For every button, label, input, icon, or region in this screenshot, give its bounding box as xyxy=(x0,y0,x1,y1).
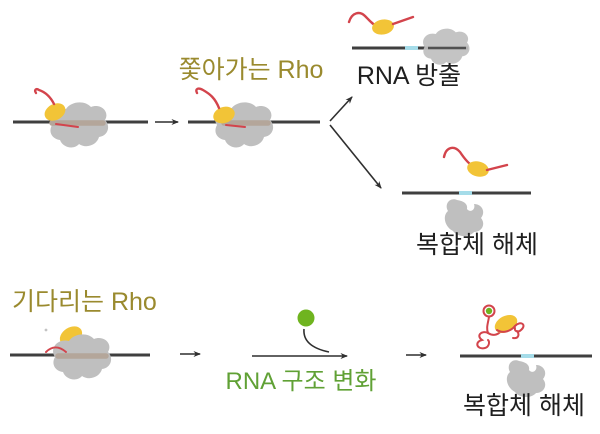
rna-strand xyxy=(476,331,490,350)
rna-strand xyxy=(496,325,516,333)
rho-protein-icon xyxy=(44,103,66,121)
rho-protein-icon xyxy=(467,161,489,177)
scene-rna-release: RNA 방출 xyxy=(347,11,470,90)
top-pathway: 쫓아가는 Rho xyxy=(13,11,538,259)
released-rna-strand xyxy=(485,163,509,172)
complex-dissociation-label-bottom: 복합체 해체 xyxy=(463,392,585,420)
released-rna-strand xyxy=(391,15,415,26)
scene-rna-structure-change: RNA 구조 변화 xyxy=(225,309,377,395)
complex-dissociation-label-top: 복합체 해체 xyxy=(416,231,538,259)
ligand-green-dot xyxy=(485,307,493,315)
rna-structure-change-label: RNA 구조 변화 xyxy=(225,368,376,395)
rna-strand xyxy=(55,123,79,128)
rna-strand xyxy=(195,87,221,110)
folded-rna-structure xyxy=(476,304,525,350)
chasing-rho-title: 쫓아가는 Rho xyxy=(179,56,324,84)
scene-complex-dissociation-bottom: 복합체 해체 xyxy=(460,304,592,420)
ligand-green-dot xyxy=(297,309,315,327)
branch-arrow-down xyxy=(329,124,382,189)
bottom-pathway: 기다리는 Rho RNA 구조 변화 xyxy=(10,288,592,420)
branch-arrow-up xyxy=(329,96,353,122)
rna-polymerase-icon xyxy=(423,28,470,65)
rna-strand xyxy=(486,316,490,334)
speck xyxy=(44,328,48,332)
rna-strand xyxy=(512,330,520,340)
rna-release-label: RNA 방출 xyxy=(357,62,461,90)
rna-strand xyxy=(34,88,56,106)
rho-protein-icon xyxy=(372,19,394,35)
rna-strand xyxy=(513,322,525,333)
waiting-rho-title: 기다리는 Rho xyxy=(12,288,157,316)
rho-protein-icon xyxy=(213,106,235,124)
scene-waiting-complex xyxy=(10,326,150,380)
rna-strand xyxy=(45,346,67,353)
ligand-binding-curve xyxy=(303,328,330,353)
scene-elongation-complex-1 xyxy=(13,88,148,148)
rna-strand xyxy=(225,124,246,128)
scene-elongation-complex-2 xyxy=(188,87,320,148)
scene-complex-dissociation-top: 복합체 해체 xyxy=(402,146,538,259)
released-rna-strand xyxy=(442,146,475,168)
released-rna-strand xyxy=(347,11,379,28)
